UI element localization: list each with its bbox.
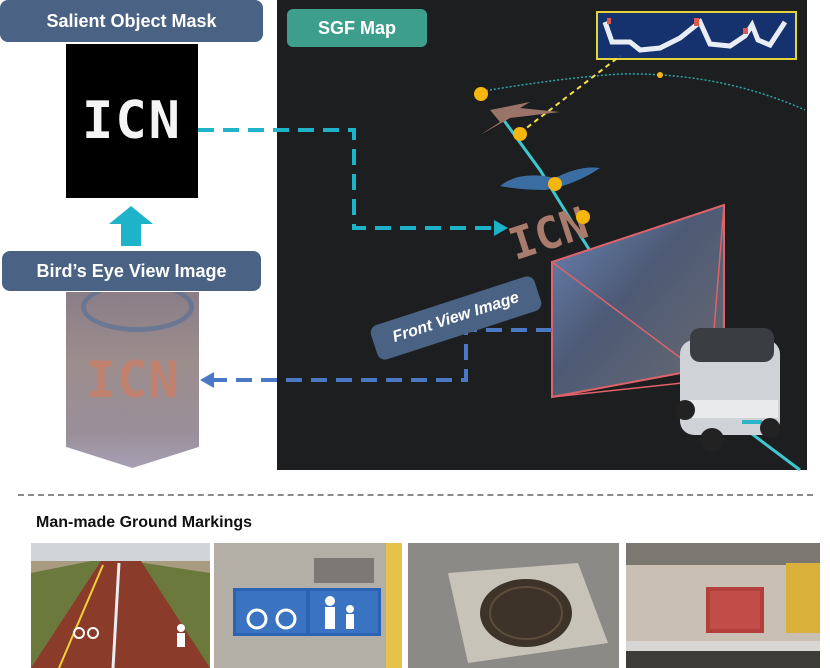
manhole-cover	[480, 579, 572, 647]
bev-label: Bird’s Eye View Image	[2, 251, 261, 291]
graph-node	[657, 72, 663, 78]
birds-eye-view-image: ICN	[66, 292, 199, 468]
mask-label: Salient Object Mask	[0, 0, 263, 42]
photo-bike-lane	[31, 543, 210, 668]
bev-marking-top	[81, 292, 194, 332]
blue-arrowhead	[200, 372, 214, 388]
graph-node	[474, 87, 488, 101]
graph-node	[548, 177, 562, 191]
sgf-scene: ICN	[198, 11, 806, 472]
dashed-separator	[18, 494, 813, 496]
map-markings: ICN	[480, 102, 600, 271]
bicycle-icon	[73, 627, 85, 639]
photo-red-square-marking	[626, 543, 820, 668]
blue-dashed-arrow	[212, 328, 552, 382]
robot	[675, 328, 780, 452]
pedestrian-icon	[325, 596, 335, 606]
teal-arrowhead	[494, 220, 508, 236]
pedestrian-icon	[177, 624, 185, 632]
salient-object-mask-image: ICN	[66, 44, 198, 198]
graph-node	[576, 210, 590, 224]
ground-markings-title: Man-made Ground Markings	[36, 514, 253, 531]
inset-map	[596, 11, 797, 60]
inset-connector	[519, 55, 621, 134]
sgf-map-label: SGF Map	[287, 9, 427, 47]
graph-node	[513, 127, 527, 141]
bicycle-icon	[246, 608, 268, 630]
mask-text: ICN	[82, 91, 182, 151]
bev-text: ICN	[85, 351, 180, 409]
teal-dashed-arrow	[198, 128, 496, 230]
up-arrow-icon	[109, 206, 153, 246]
photo-manhole-cover	[408, 543, 619, 668]
trajectory-path	[477, 73, 806, 111]
photo-crosswalk-signs	[214, 543, 402, 668]
